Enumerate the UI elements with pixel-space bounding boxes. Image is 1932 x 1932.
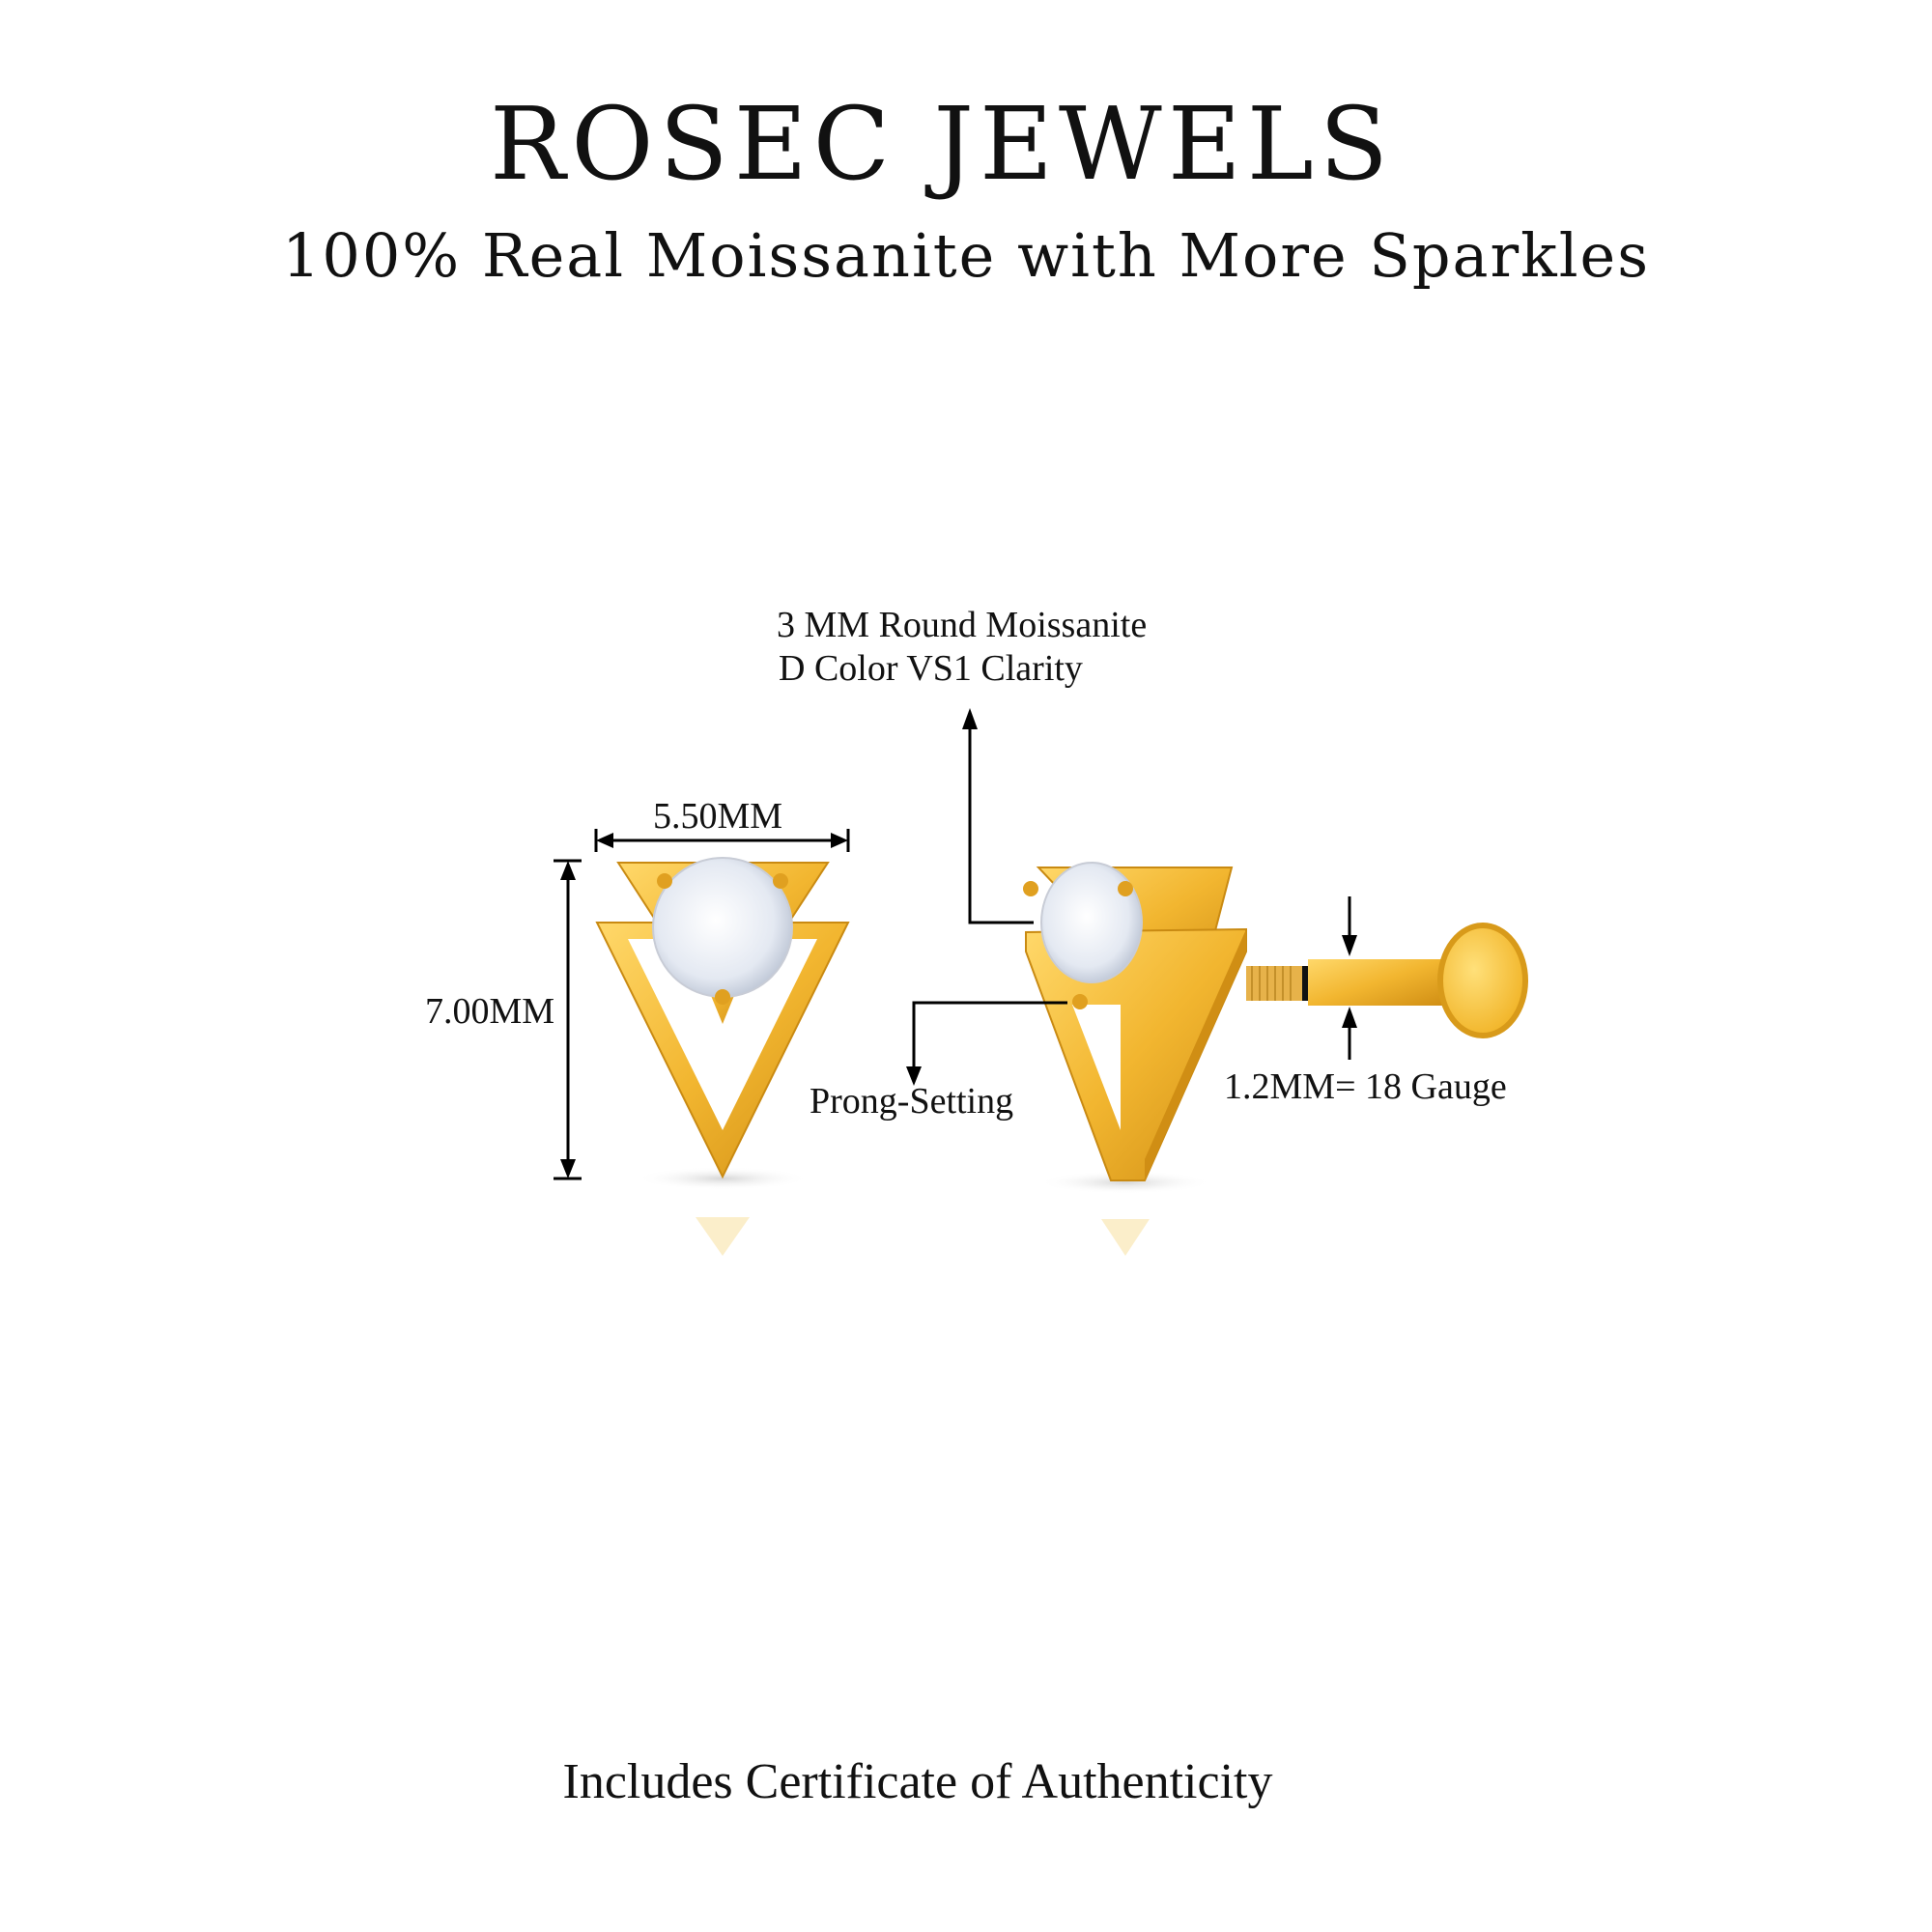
stone-spec-line1: 3 MM Round Moissanite [777,605,1148,645]
front-view-earring [595,857,850,1256]
side-view-earring [1023,862,1528,1256]
labret-bar [1308,959,1443,1006]
setting-label: Prong-Setting [810,1081,1014,1122]
certificate-note: Includes Certificate of Authenticity [562,1754,1273,1809]
height-label: 7.00MM [425,991,555,1032]
gauge-label: 1.2MM= 18 Gauge [1224,1066,1507,1107]
stone-callout-arrow [962,708,1034,924]
moissanite-stone-icon [652,857,793,998]
gauge-dimension-arrows [1342,896,1357,1060]
threaded-post [1246,966,1302,1001]
width-label: 5.50MM [653,796,783,837]
brand-title: ROSEC JEWELS [489,85,1395,203]
tagline: 100% Real Moissanite with More Sparkles [281,220,1651,291]
flat-back-disc [1437,923,1528,1038]
height-dimension [554,859,582,1180]
stone-spec-line2: D Color VS1 Clarity [779,648,1083,689]
prong-callout-arrow [906,1001,1067,1086]
width-dimension [594,829,850,852]
